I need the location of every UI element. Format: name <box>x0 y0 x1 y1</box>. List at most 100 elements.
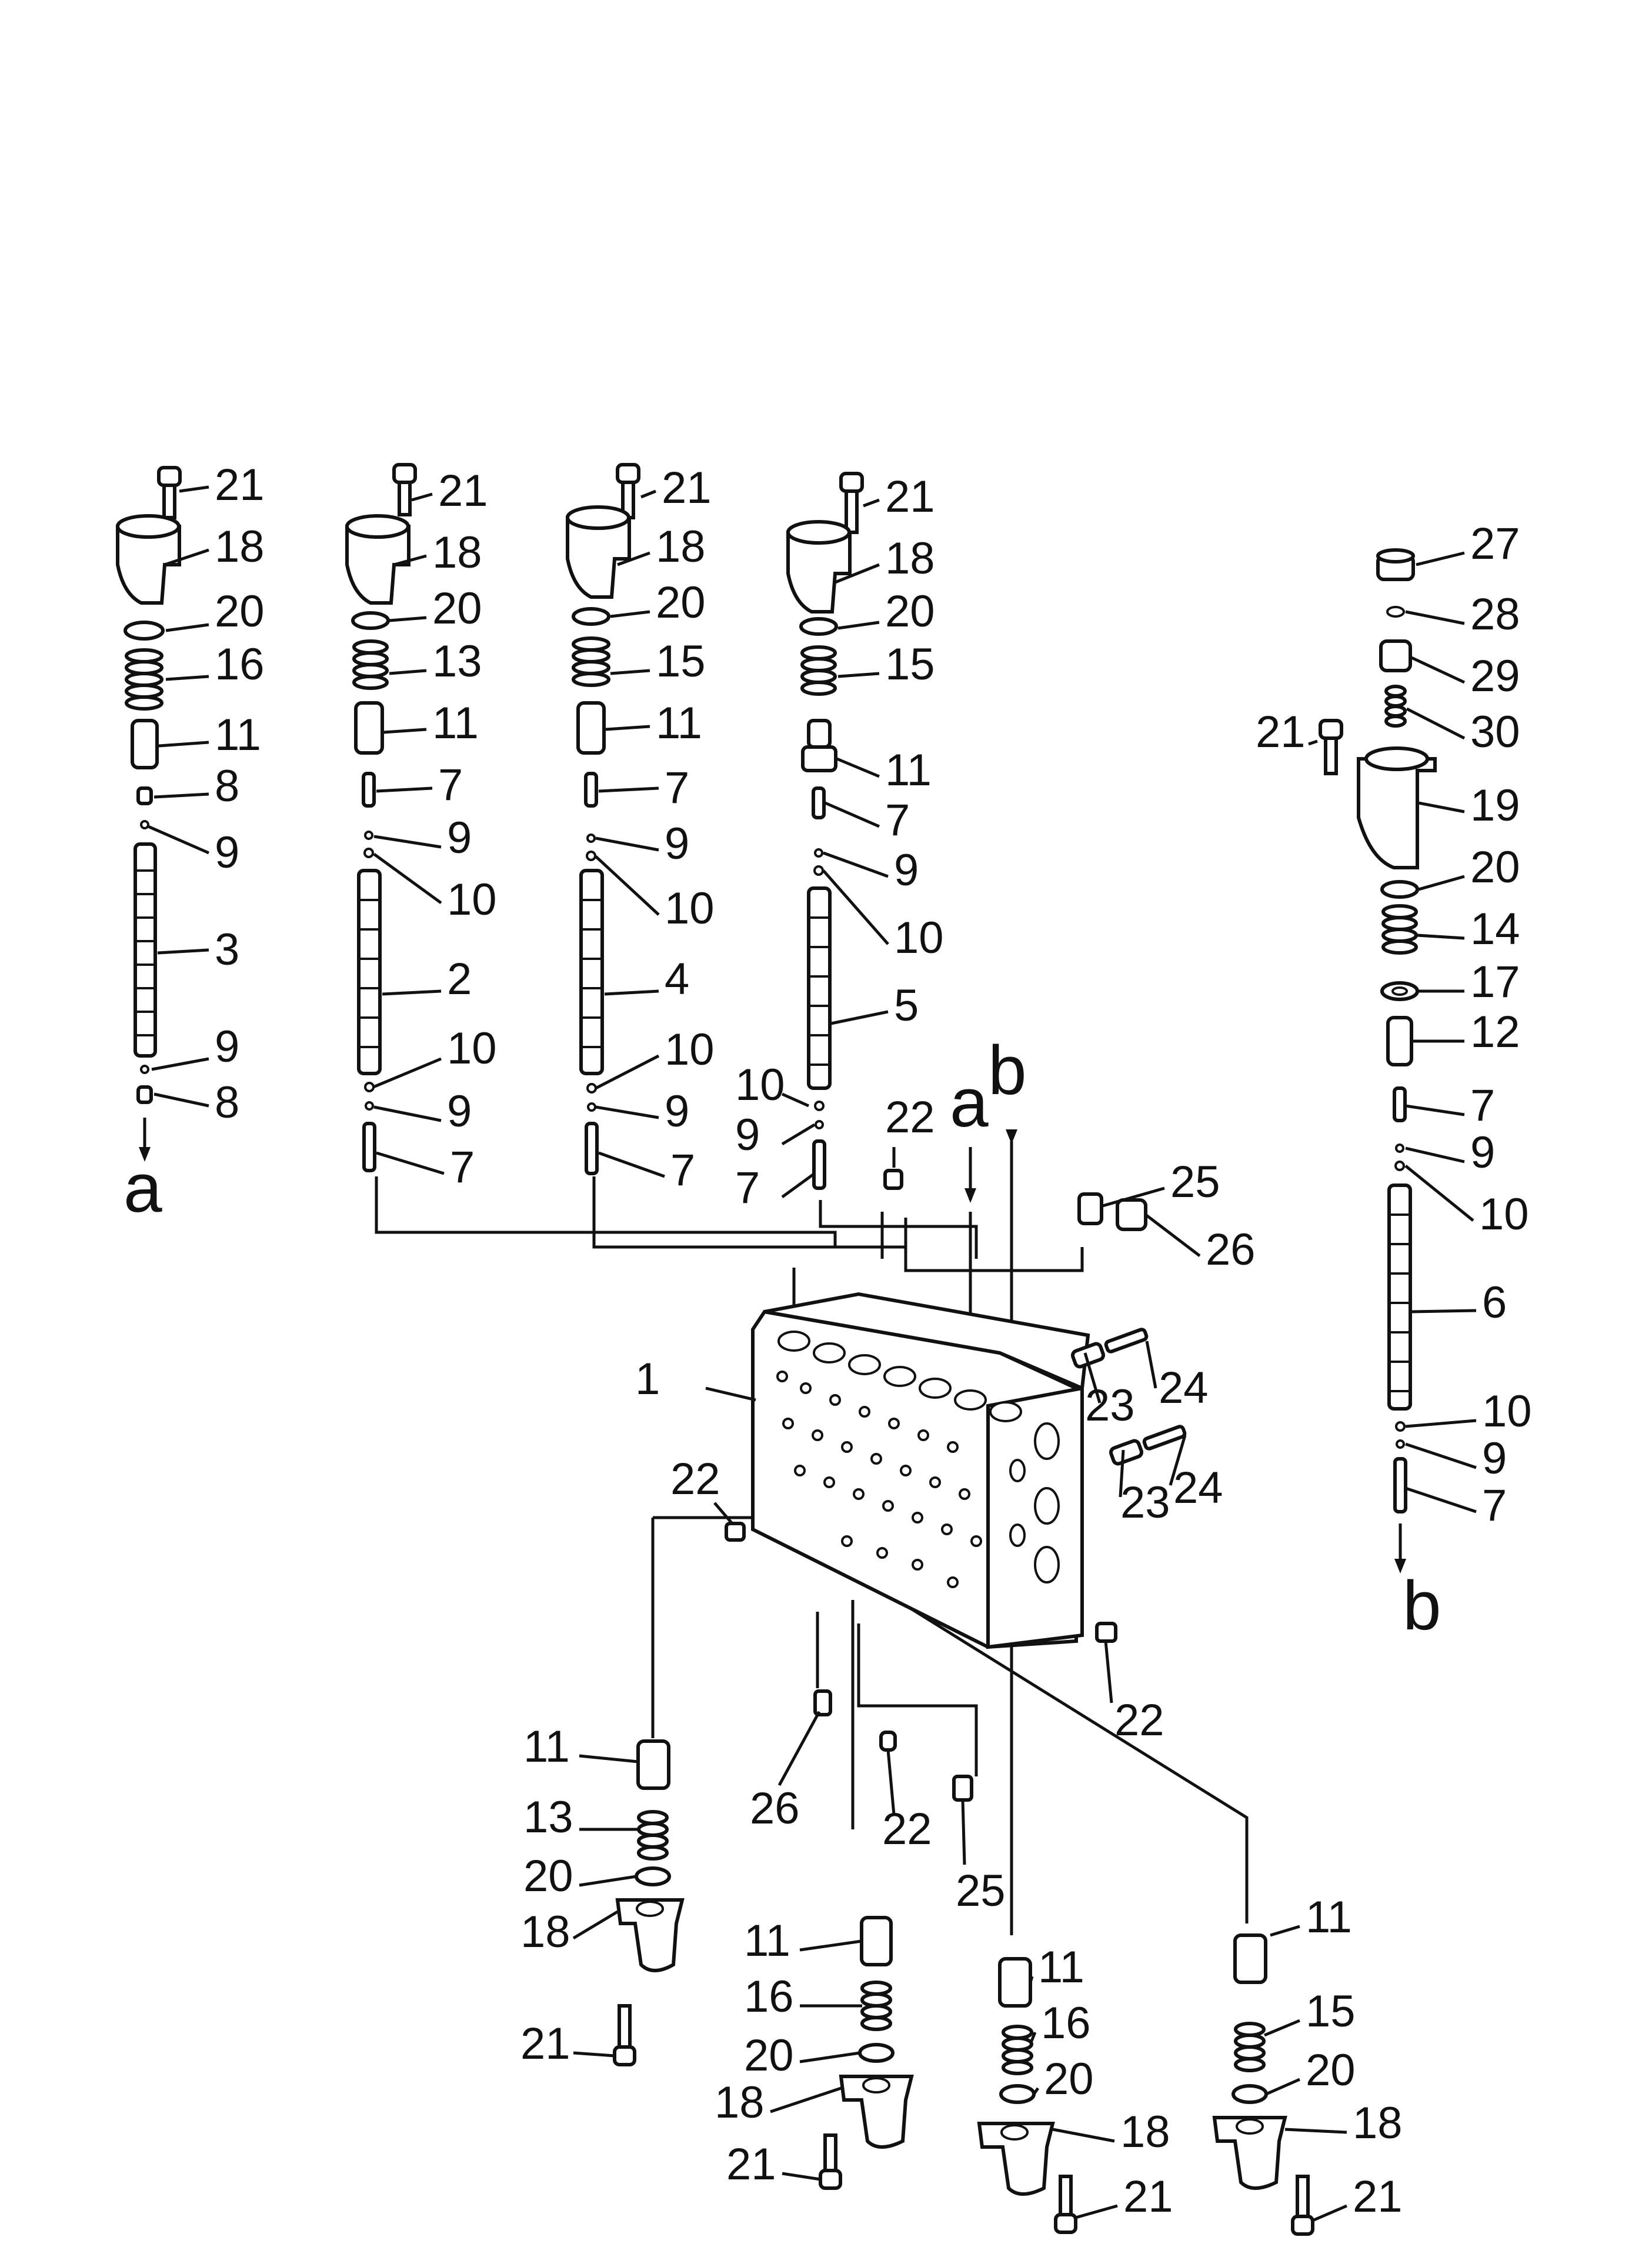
callout-21: 21 <box>520 2019 570 2069</box>
spool-6 <box>1387 1183 1412 1411</box>
callout-15: 15 <box>656 636 706 686</box>
callout-1: 1 <box>635 1354 660 1404</box>
ring-9-lower <box>140 1065 149 1074</box>
callout-leader <box>373 852 442 905</box>
callout-11: 11 <box>523 1722 570 1772</box>
callout-20: 20 <box>1470 842 1520 892</box>
callout-leader <box>1104 1641 1113 1703</box>
callout-7: 7 <box>450 1142 475 1192</box>
callout-leader <box>823 851 889 878</box>
callout-leader <box>1265 2078 1301 2096</box>
bolt-21 <box>157 466 182 519</box>
callout-leader <box>836 757 880 778</box>
callout-leader <box>373 835 442 849</box>
callout-9: 9 <box>1470 1128 1495 1178</box>
callout-9: 9 <box>1482 1433 1507 1483</box>
callout-leader <box>777 1711 821 1786</box>
stack-spool-6 <box>1319 548 1437 1573</box>
callout-leader <box>961 1799 966 1865</box>
callout-leader <box>1029 1976 1034 1983</box>
callout-3: 3 <box>215 925 239 975</box>
callout-leader <box>1169 1435 1187 1486</box>
callout-26: 26 <box>750 1783 800 1833</box>
callout-6: 6 <box>1482 1278 1507 1328</box>
callout-leader <box>799 2051 860 2063</box>
callout-11: 11 <box>1038 1942 1084 1992</box>
callout-leader <box>579 1754 639 1763</box>
callout-leader <box>782 2172 821 2181</box>
callout-leader <box>1284 2128 1347 2134</box>
callout-22: 22 <box>1114 1695 1164 1745</box>
callout-28: 28 <box>1470 589 1520 639</box>
callout-leader <box>153 792 209 799</box>
callout-leader <box>1102 1186 1165 1208</box>
callout-21: 21 <box>215 460 265 510</box>
spool-2 <box>357 869 382 1075</box>
callout-10: 10 <box>1479 1189 1529 1239</box>
callout-21: 21 <box>1353 2172 1403 2222</box>
callout-18: 18 <box>715 2078 765 2128</box>
callout-leader <box>595 1054 660 1090</box>
bolt-21 <box>392 463 417 516</box>
stack-spool-5 <box>786 472 864 1190</box>
callout-18: 18 <box>885 534 935 584</box>
callout-11: 11 <box>744 1916 790 1966</box>
bolt-21 <box>1319 719 1343 775</box>
callout-leader <box>863 498 880 508</box>
callout-22: 22 <box>885 1092 935 1142</box>
callout-leader <box>1083 1352 1102 1403</box>
callout-leader <box>781 1123 816 1146</box>
callout-7: 7 <box>1470 1081 1495 1131</box>
callout-leader <box>1405 1419 1477 1428</box>
callout-leader <box>781 1172 816 1199</box>
callout-leader <box>153 1092 209 1108</box>
callout-leader <box>373 1057 442 1089</box>
ring-9 <box>140 820 149 829</box>
callout-10: 10 <box>1482 1386 1532 1436</box>
callout-labels: 2118201611893982118201311791021097211820… <box>215 460 1532 2222</box>
callout-leader <box>373 1105 442 1122</box>
callout-24: 24 <box>1159 1363 1209 1413</box>
callout-29: 29 <box>1470 651 1520 701</box>
callout-27: 27 <box>1470 519 1520 569</box>
callout-8: 8 <box>215 761 239 811</box>
spool-3 <box>134 842 157 1058</box>
stack-spool-4 <box>566 463 640 1175</box>
callout-11: 11 <box>432 698 479 748</box>
callout-leader <box>1418 801 1465 814</box>
callout-leader <box>1119 1449 1125 1498</box>
callout-17: 17 <box>1470 957 1520 1007</box>
callout-leader <box>595 836 659 852</box>
callout-leader <box>610 610 650 618</box>
callout-leader <box>1404 1165 1474 1222</box>
callout-leader <box>147 825 210 855</box>
callout-15: 15 <box>1306 1986 1356 2036</box>
callout-leader <box>598 786 659 793</box>
callout-16: 16 <box>215 639 265 689</box>
callout-9: 9 <box>447 813 472 863</box>
callout-20: 20 <box>432 584 482 634</box>
callout-leader <box>1417 934 1465 940</box>
stopper-8 <box>136 786 153 805</box>
bottom-stack-2 <box>819 1916 914 2190</box>
callout-leader <box>605 725 650 731</box>
callout-23: 23 <box>1085 1381 1135 1431</box>
callout-leader <box>1052 2128 1115 2143</box>
callout-20: 20 <box>1044 2054 1094 2104</box>
callout-11: 11 <box>656 698 702 748</box>
callout-18: 18 <box>1353 2098 1403 2148</box>
callout-leader <box>595 1105 659 1119</box>
callout-4: 4 <box>665 954 689 1004</box>
callout-leader <box>825 801 880 828</box>
callout-leader <box>886 1749 896 1815</box>
callout-leader <box>164 548 209 566</box>
callout-9: 9 <box>665 1086 689 1136</box>
callout-leader <box>179 485 209 493</box>
callout-2: 2 <box>447 954 472 1004</box>
callout-19: 19 <box>1470 781 1520 831</box>
callout-leader <box>1405 1146 1465 1163</box>
callout-10: 10 <box>665 1025 715 1075</box>
callout-leader <box>165 675 209 681</box>
callout-leader <box>1144 1213 1201 1257</box>
